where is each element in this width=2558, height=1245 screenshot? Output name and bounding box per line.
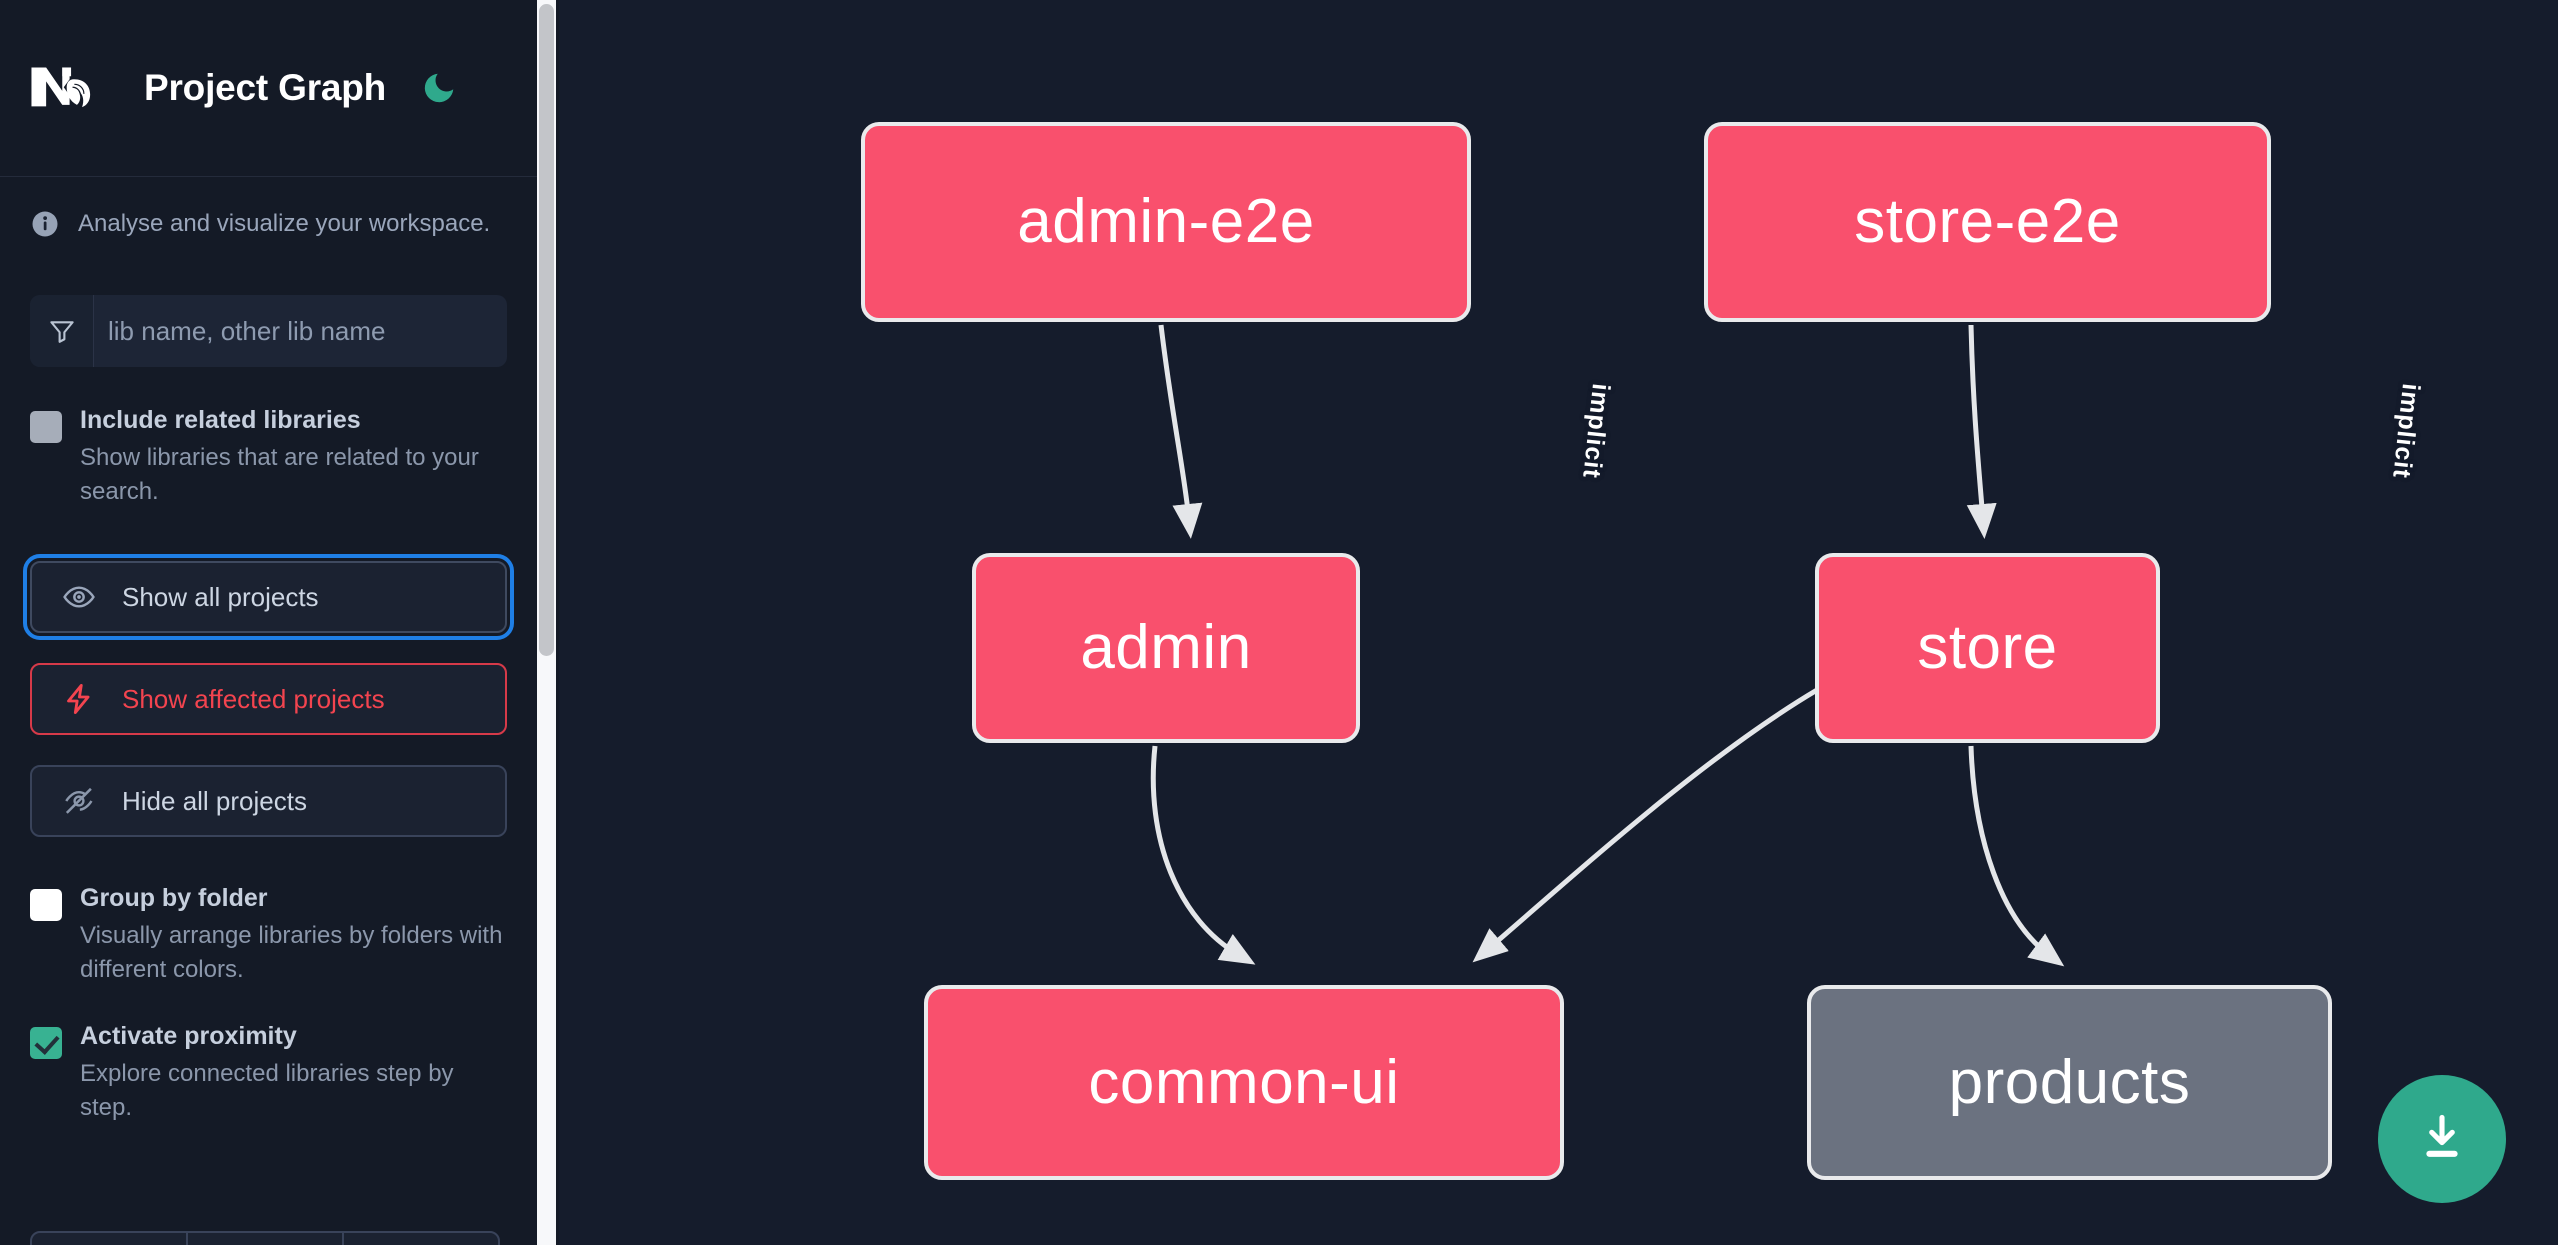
- sidebar-scrollbar-thumb[interactable]: [539, 4, 554, 656]
- hide-all-projects-label: Hide all projects: [122, 785, 307, 816]
- sidebar: Project Graph Analyse and visualize yo: [0, 0, 559, 1245]
- graph-node-store-e2e-label: store-e2e: [1854, 187, 2121, 256]
- checkbox-activate-proximity-label: Activate proximity: [80, 1022, 297, 1051]
- show-all-projects-button[interactable]: Show all projects: [23, 554, 514, 641]
- filter-row: [30, 295, 507, 367]
- graph-node-store[interactable]: store: [1815, 553, 2160, 743]
- sidebar-scroll-area[interactable]: Project Graph Analyse and visualize yo: [0, 0, 537, 1245]
- search-input[interactable]: [94, 295, 507, 367]
- graph-canvas[interactable]: implicit implicit admin-e2e store-e2e ad…: [559, 0, 2558, 1245]
- checkbox-group-by-folder-label: Group by folder: [80, 884, 268, 913]
- show-all-projects-label: Show all projects: [122, 581, 319, 612]
- graph-node-admin-e2e[interactable]: admin-e2e: [861, 122, 1471, 322]
- checkbox-include-related-libraries-desc: Show libraries that are related to your …: [80, 444, 479, 506]
- funnel-filter-icon[interactable]: [30, 295, 94, 367]
- graph-node-store-label: store: [1917, 613, 2058, 682]
- sidebar-header: Project Graph: [0, 0, 537, 177]
- nx-logo-icon: [30, 63, 118, 113]
- edge-admin-common-ui: [1150, 745, 1256, 965]
- graph-node-store-e2e[interactable]: store-e2e: [1704, 122, 2271, 322]
- sidebar-right-edge: [556, 0, 559, 1245]
- checkbox-group-by-folder-desc: Visually arrange libraries by folders wi…: [80, 922, 503, 984]
- graph-edges: [1150, 324, 2065, 967]
- edge-admin-e2e-admin: [1158, 324, 1203, 539]
- checkbox-activate-proximity-box[interactable]: [30, 1027, 62, 1060]
- checkbox-group-by-folder[interactable]: Group by folder Visually arrange librari…: [30, 883, 507, 987]
- graph-node-admin-e2e-label: admin-e2e: [1017, 187, 1315, 256]
- checkbox-include-related-libraries-label: Include related libraries: [80, 406, 361, 434]
- show-affected-projects-label: Show affected projects: [122, 683, 385, 714]
- edge-store-e2e-store: [1966, 324, 1997, 539]
- download-icon: [2414, 1109, 2470, 1170]
- moon-icon[interactable]: [418, 67, 460, 109]
- graph-node-admin[interactable]: admin: [972, 553, 1360, 743]
- proximity-segment-2[interactable]: [188, 1233, 344, 1245]
- hide-all-projects-button[interactable]: Hide all projects: [30, 765, 507, 838]
- eye-off-icon: [62, 784, 96, 818]
- graph-node-common-ui-label: common-ui: [1088, 1047, 1400, 1117]
- edge-store-products: [1968, 745, 2065, 967]
- graph-node-common-ui[interactable]: common-ui: [924, 985, 1564, 1180]
- checkbox-include-related-libraries-box[interactable]: [30, 411, 62, 443]
- checkbox-group-by-folder-box[interactable]: [30, 889, 62, 922]
- graph-node-products[interactable]: products: [1807, 985, 2332, 1180]
- download-graph-button[interactable]: [2378, 1075, 2506, 1203]
- checkbox-include-related-libraries[interactable]: Include related libraries Show libraries…: [30, 405, 507, 509]
- page-title: Project Graph: [144, 67, 387, 108]
- edge-store-common-ui: [1472, 687, 1819, 963]
- workspace-note-text: Analyse and visualize your workspace.: [78, 210, 491, 237]
- proximity-segment-1[interactable]: [32, 1233, 188, 1245]
- proximity-segment-3[interactable]: [344, 1233, 498, 1245]
- graph-node-products-label: products: [1948, 1047, 2191, 1117]
- show-affected-projects-button[interactable]: Show affected projects: [30, 663, 507, 736]
- info-icon: [30, 209, 60, 239]
- checkbox-activate-proximity-desc: Explore connected libraries step by step…: [80, 1060, 454, 1122]
- proximity-segmented-control[interactable]: [30, 1231, 500, 1245]
- eye-icon: [62, 580, 96, 614]
- checkbox-activate-proximity[interactable]: Activate proximity Explore connected lib…: [30, 1021, 507, 1125]
- workspace-note: Analyse and visualize your workspace.: [0, 177, 537, 239]
- lightning-bolt-icon: [62, 682, 96, 716]
- graph-node-admin-label: admin: [1080, 613, 1252, 682]
